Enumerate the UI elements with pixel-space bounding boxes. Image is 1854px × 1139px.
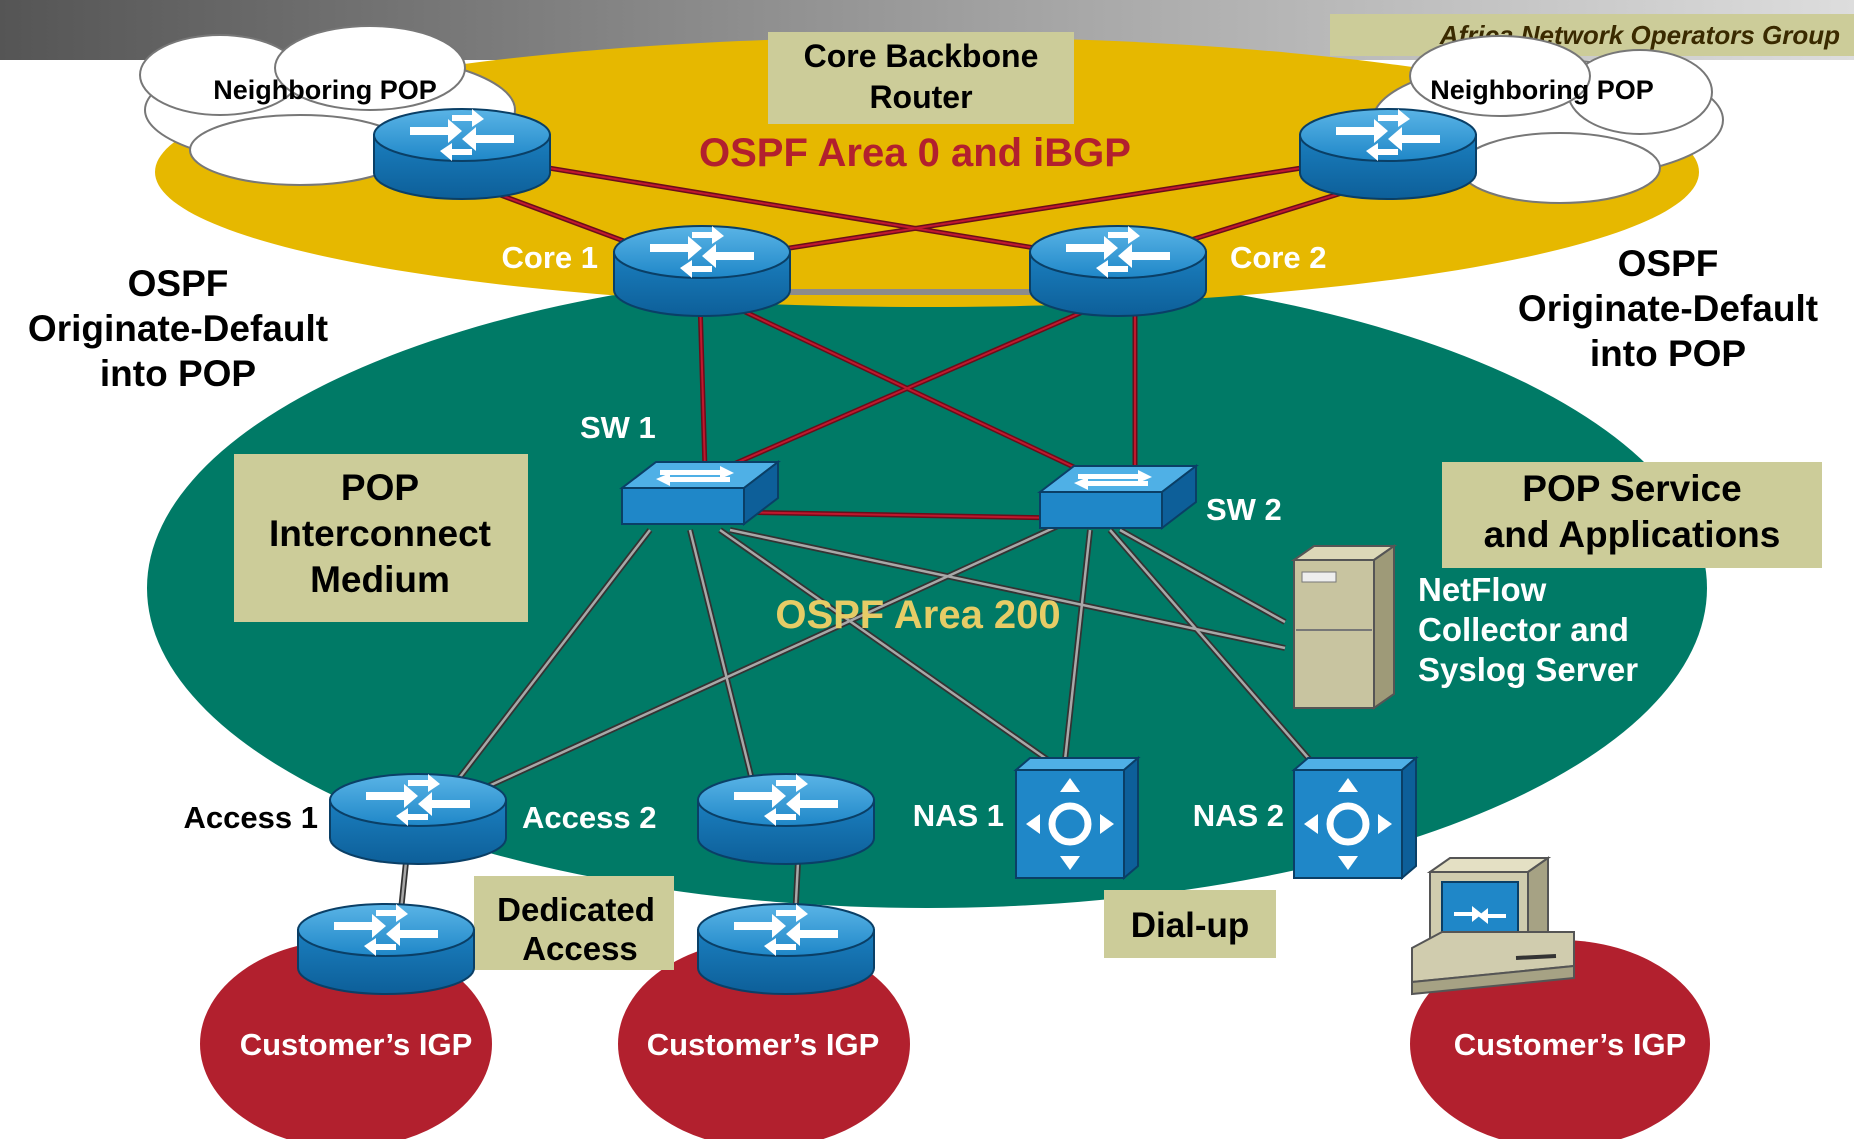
side-note-right-line3: into POP bbox=[1590, 333, 1746, 374]
switch-sw2-icon[interactable] bbox=[1039, 465, 1197, 529]
side-note-left-line2: Originate-Default bbox=[28, 308, 328, 349]
cloud-left-label: Neighboring POP bbox=[213, 75, 437, 105]
server-label: NetFlow Collector and Syslog Server bbox=[1418, 571, 1638, 688]
server-label-line3: Syslog Server bbox=[1418, 651, 1638, 688]
customer-igp-3: Customer’s IGP bbox=[1454, 1027, 1687, 1062]
pop-area-label: OSPF Area 200 bbox=[775, 593, 1060, 637]
server-label-line1: NetFlow bbox=[1418, 571, 1547, 608]
router-neighbor-left-icon[interactable] bbox=[373, 108, 551, 200]
router-customer1-icon[interactable] bbox=[297, 903, 475, 995]
backbone-area-label: OSPF Area 0 and iBGP bbox=[699, 131, 1131, 175]
dedicated-access-line1: Dedicated bbox=[497, 891, 655, 928]
sw1-label: SW 1 bbox=[580, 410, 656, 445]
core2-label: Core 2 bbox=[1230, 240, 1326, 275]
cloud-right-label: Neighboring POP bbox=[1430, 75, 1654, 105]
nas2-icon[interactable] bbox=[1294, 758, 1416, 878]
core-backbone-box: Core Backbone Router bbox=[768, 32, 1074, 124]
switch-sw1-icon[interactable] bbox=[621, 461, 779, 525]
core1-label: Core 1 bbox=[502, 240, 598, 275]
side-note-left-line1: OSPF bbox=[128, 263, 229, 304]
dedicated-access-box: Dedicated Access bbox=[474, 876, 674, 970]
pop-interconnect-line3: Medium bbox=[310, 559, 450, 600]
router-core1-icon[interactable] bbox=[613, 225, 791, 317]
access1-label: Access 1 bbox=[184, 800, 318, 835]
router-access2-icon[interactable] bbox=[697, 773, 875, 865]
nas1-label: NAS 1 bbox=[913, 798, 1004, 833]
pop-interconnect-box: POP Interconnect Medium bbox=[234, 454, 528, 622]
pop-interconnect-line2: Interconnect bbox=[269, 513, 491, 554]
pop-service-line2: and Applications bbox=[1484, 514, 1781, 555]
customer-area-3 bbox=[1410, 940, 1710, 1139]
backbone-area bbox=[155, 37, 1699, 307]
router-core2-icon[interactable] bbox=[1029, 225, 1207, 317]
core-backbone-line2: Router bbox=[869, 79, 972, 115]
pop-interconnect-line1: POP bbox=[341, 467, 419, 508]
workstation-icon[interactable] bbox=[1411, 856, 1575, 996]
dial-up-label: Dial-up bbox=[1131, 906, 1250, 945]
server-icon[interactable] bbox=[1290, 544, 1398, 710]
access2-label: Access 2 bbox=[522, 800, 656, 835]
pop-service-box: POP Service and Applications bbox=[1442, 462, 1822, 568]
customer-igp-1: Customer’s IGP bbox=[240, 1027, 473, 1062]
server-label-line2: Collector and bbox=[1418, 611, 1629, 648]
side-note-right-line2: Originate-Default bbox=[1518, 288, 1818, 329]
nas2-label: NAS 2 bbox=[1193, 798, 1284, 833]
router-neighbor-right-icon[interactable] bbox=[1299, 108, 1477, 200]
router-access1-icon[interactable] bbox=[329, 773, 507, 865]
pop-service-line1: POP Service bbox=[1522, 468, 1741, 509]
sw2-label: SW 2 bbox=[1206, 492, 1282, 527]
router-customer2-icon[interactable] bbox=[697, 903, 875, 995]
side-note-right-line1: OSPF bbox=[1618, 243, 1719, 284]
customer-igp-2: Customer’s IGP bbox=[647, 1027, 880, 1062]
core-backbone-line1: Core Backbone bbox=[804, 38, 1039, 74]
nas1-icon[interactable] bbox=[1016, 758, 1138, 878]
gray-links-inner bbox=[398, 523, 1311, 921]
dial-up-box: Dial-up bbox=[1104, 890, 1276, 958]
side-note-left-line3: into POP bbox=[100, 353, 256, 394]
dedicated-access-line2: Access bbox=[522, 930, 638, 967]
side-note-left: OSPF Originate-Default into POP bbox=[28, 263, 328, 394]
side-note-right: OSPF Originate-Default into POP bbox=[1518, 243, 1818, 374]
